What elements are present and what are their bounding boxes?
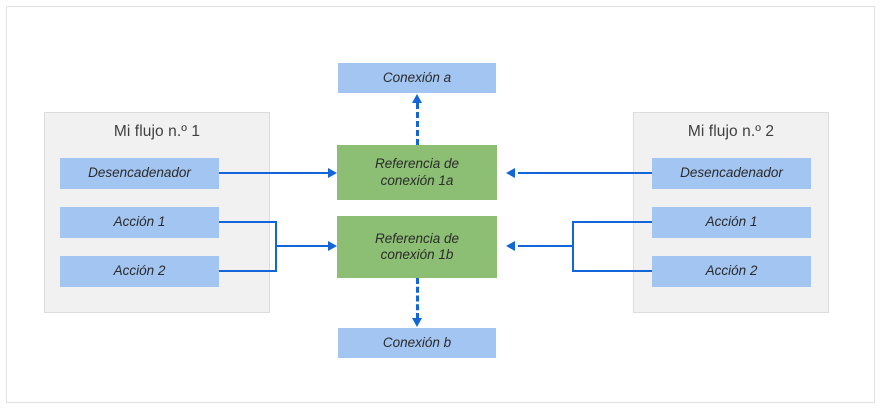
connector-left-trigger-arrowhead	[328, 167, 337, 178]
connector-left-merge-line	[275, 245, 328, 247]
connector-ref1b-to-connection-b-line	[416, 278, 419, 319]
left-node-action-2[interactable]: Acción 2	[60, 256, 219, 287]
connector-ref1a-to-connection-a-line	[416, 103, 419, 145]
connector-left-trigger-line	[219, 172, 328, 174]
right-node-action-1[interactable]: Acción 1	[652, 207, 811, 238]
connection-a-box[interactable]: Conexión a	[338, 63, 496, 93]
connection-reference-1b-box[interactable]: Referencia de conexión 1b	[337, 216, 497, 278]
connection-b-box[interactable]: Conexión b	[338, 328, 496, 358]
right-flow-title: Mi flujo n.º 2	[687, 123, 775, 140]
connector-right-trigger-arrowhead	[506, 167, 515, 178]
connector-right-merge-line	[518, 245, 574, 247]
right-node-trigger[interactable]: Desencadenador	[652, 158, 811, 189]
ref-1a-line-2: conexión 1a	[380, 172, 454, 188]
ref-1b-line-2: conexión 1b	[380, 247, 454, 262]
connector-left-action1-line	[219, 221, 277, 223]
connector-right-trigger-line	[518, 172, 652, 174]
connector-right-action2-line	[572, 270, 652, 272]
connector-ref1b-to-connection-b-arrowhead	[412, 318, 422, 327]
connector-ref1a-to-connection-a-arrowhead	[412, 94, 422, 103]
left-node-action-1[interactable]: Acción 1	[60, 207, 219, 238]
connector-left-merge-arrowhead	[328, 240, 337, 251]
left-flow-title: Mi flujo n.º 1	[113, 123, 201, 140]
right-node-action-2[interactable]: Acción 2	[652, 256, 811, 287]
connector-right-action1-line	[572, 221, 652, 223]
connector-left-action2-line	[219, 270, 277, 272]
connection-reference-1a-box[interactable]: Referencia de conexión 1a	[337, 145, 497, 200]
ref-1a-line-1: Referencia de	[374, 156, 460, 172]
left-node-trigger[interactable]: Desencadenador	[60, 158, 219, 189]
connector-right-merge-arrowhead	[506, 240, 515, 251]
ref-1b-line-1: Referencia de	[374, 230, 460, 246]
